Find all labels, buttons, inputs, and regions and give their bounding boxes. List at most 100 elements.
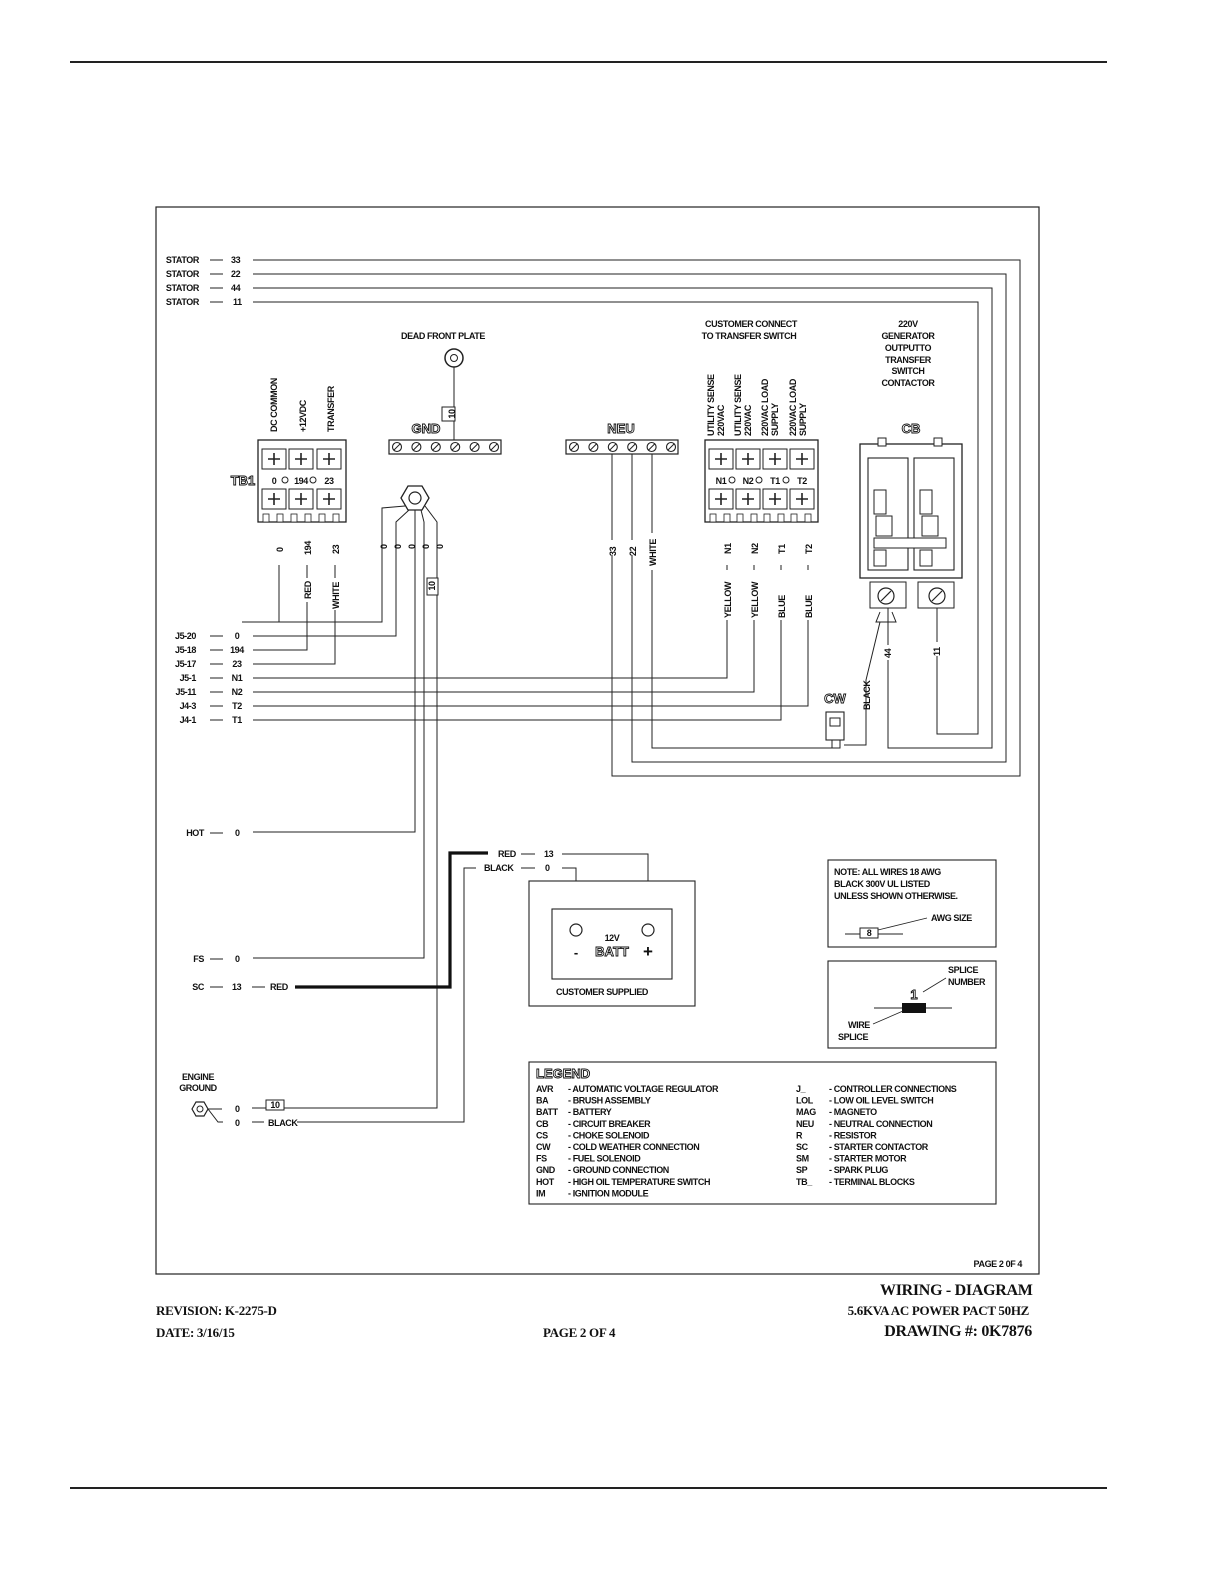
- cb-wire: 11: [932, 647, 942, 656]
- hot-fs-sc-group: HOT 0 FS 0 SC 13 RED: [186, 828, 488, 992]
- stator-num: 44: [231, 283, 241, 293]
- tb1-color: RED: [303, 580, 313, 599]
- splice-box: SPLICE NUMBER 1 WIRE SPLICE: [827, 960, 997, 1049]
- gnd-wire-num: 0: [379, 544, 389, 549]
- legend-desc: - COLD WEATHER CONNECTION: [568, 1142, 699, 1152]
- connection-label: J5-20: [175, 631, 196, 641]
- legend-box: LEGEND AVR- AUTOMATIC VOLTAGE REGULATORB…: [528, 1061, 997, 1205]
- transfer-header: SUPPLY: [798, 403, 808, 436]
- note-line3: UNLESS SHOWN OTHERWISE.: [834, 891, 958, 901]
- stator-num: 22: [231, 269, 241, 279]
- tb1-wire: 23: [331, 544, 341, 554]
- note-awg-example: 8: [867, 928, 872, 938]
- cw-block: CW: [824, 691, 867, 748]
- hot-num: 0: [235, 828, 240, 838]
- generator-output-line: 220V: [898, 319, 918, 329]
- battery-minus: -: [574, 945, 578, 960]
- legend-desc: - IGNITION MODULE: [568, 1188, 649, 1198]
- legend-desc: - CHOKE SOLENOID: [568, 1130, 650, 1140]
- tb1-header: TRANSFER: [326, 385, 336, 432]
- legend-desc: - CIRCUIT BREAKER: [568, 1119, 651, 1129]
- terminal-screw-icon: [796, 453, 808, 465]
- connection-label: J4-3: [180, 701, 197, 711]
- connection-num: T2: [232, 701, 242, 711]
- generator-output-line: OUTPUTTO: [885, 343, 932, 353]
- legend-abbr: HOT: [536, 1177, 555, 1187]
- cb-block: 220VGENERATOROUTPUTTOTRANSFERSWITCHCONTA…: [859, 319, 963, 720]
- footer-revision: REVISION: K-2275-D: [156, 1303, 277, 1318]
- wire-n2: [253, 565, 755, 693]
- tb1-header: DC COMMON: [269, 378, 279, 432]
- sc-color: RED: [270, 982, 289, 992]
- terminal-screw-icon: [268, 493, 280, 505]
- neu-block: NEU 33 22 WHITE: [565, 421, 841, 749]
- gnd-wire-num: 0: [435, 544, 445, 549]
- battery-supplied: CUSTOMER SUPPLIED: [556, 987, 649, 997]
- transfer-wire: T2: [804, 544, 814, 554]
- legend-desc: - BATTERY: [568, 1107, 612, 1117]
- terminal-screw-icon: [295, 453, 307, 465]
- gnd-wire-num: 0: [393, 544, 403, 549]
- legend-desc: - HIGH OIL TEMPERATURE SWITCH: [568, 1177, 710, 1187]
- legend-abbr: MAG: [796, 1107, 816, 1117]
- cb-handle-tie: [873, 537, 947, 549]
- note-box: NOTE: ALL WIRES 18 AWG BLACK 300V UL LIS…: [827, 859, 997, 948]
- dead-front-plate-label: DEAD FRONT PLATE: [401, 331, 485, 341]
- cb-wire-color: BLACK: [862, 680, 872, 710]
- transfer-header: 220VAC: [716, 404, 726, 436]
- battery-group: RED 13 BLACK 0 12V - BATT + CUSTOMER SUP…: [297, 849, 696, 1123]
- transfer-block: CUSTOMER CONNECT TO TRANSFER SWITCH UTIL…: [702, 319, 819, 620]
- tb1-header: +12VDC: [298, 399, 308, 432]
- neu-bus-bar: [565, 439, 679, 455]
- engine-ground-awg: 10: [270, 1100, 280, 1110]
- hot-label: HOT: [186, 828, 205, 838]
- transfer-header: 220VAC: [743, 404, 753, 436]
- engine-ground-color: BLACK: [268, 1118, 298, 1128]
- footer-product: 5.6KVA AC POWER PACT 50HZ: [847, 1303, 1030, 1318]
- battery-wire-color: BLACK: [484, 863, 514, 873]
- legend-abbr: CW: [536, 1142, 551, 1152]
- transfer-terminal: T2: [797, 476, 807, 486]
- connection-num: 23: [232, 659, 242, 669]
- legend-abbr: LOL: [796, 1096, 814, 1106]
- engine-ground-label1: ENGINE: [182, 1072, 215, 1082]
- gnd-bus-bar: [388, 439, 502, 455]
- neu-wire: WHITE: [648, 539, 658, 566]
- fs-num: 0: [235, 954, 240, 964]
- legend-abbr: CB: [536, 1119, 549, 1129]
- splice-number-line2: NUMBER: [948, 977, 986, 987]
- generator-output-line: GENERATOR: [881, 331, 935, 341]
- connection-num: 194: [230, 645, 244, 655]
- connection-num: N1: [232, 673, 243, 683]
- terminal-screw-icon: [295, 493, 307, 505]
- splice-wire-line1: WIRE: [848, 1020, 870, 1030]
- connection-label: J5-18: [175, 645, 196, 655]
- transfer-wire: N2: [750, 543, 760, 554]
- legend-abbr: SM: [796, 1154, 809, 1164]
- legend-abbr: SC: [796, 1142, 809, 1152]
- neu-title: NEU: [607, 421, 634, 436]
- legend-abbr: BA: [536, 1096, 549, 1106]
- battery-plus: +: [643, 942, 653, 961]
- page-small-label: PAGE 2 0F 4: [974, 1259, 1023, 1269]
- legend-abbr: BATT: [536, 1107, 559, 1117]
- tb1-terminal: 0: [272, 476, 277, 486]
- gnd-title: GND: [412, 421, 441, 436]
- stator-11-wire: [253, 301, 979, 735]
- stator-label: STATOR: [166, 297, 200, 307]
- tb1-color: WHITE: [331, 582, 341, 609]
- legend-desc: - LOW OIL LEVEL SWITCH: [829, 1096, 933, 1106]
- cw-title: CW: [824, 691, 846, 706]
- terminal-screw-icon: [742, 493, 754, 505]
- gnd-awg-wire: 10: [427, 581, 437, 591]
- tb1-terminal: 23: [324, 476, 334, 486]
- terminal-screw-icon: [769, 453, 781, 465]
- battery-wire-num: 0: [545, 863, 550, 873]
- engine-ground-num: 0: [235, 1104, 240, 1114]
- battery-voltage: 12V: [605, 933, 620, 943]
- note-line1: NOTE: ALL WIRES 18 AWG: [834, 867, 941, 877]
- transfer-terminal: N1: [716, 476, 727, 486]
- footer-drawing-number: DRAWING #: 0K7876: [884, 1323, 1032, 1340]
